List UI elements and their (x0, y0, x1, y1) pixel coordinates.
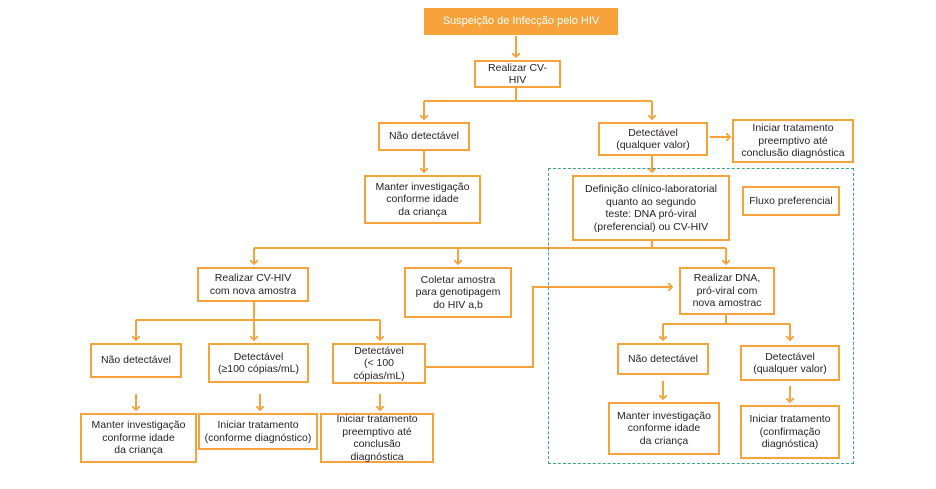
nao-detectavel-node-2: Não detectável (90, 343, 182, 378)
realizar-cv-node: Realizar CV-HIV (474, 60, 561, 88)
coletar-amostra-node: Coletar amostra para genotipagem do HIV … (404, 267, 512, 318)
realizar-dna-node: Realizar DNA, pró-viral com nova amostra… (679, 267, 775, 315)
nao-detectavel-node-3: Não detectável (617, 343, 709, 375)
manter-investigacao-node-3: Manter investigação conforme idade da cr… (608, 402, 720, 455)
manter-investigacao-node-1: Manter investigação conforme idade da cr… (364, 175, 481, 224)
iniciar-confirmacao-node: Iniciar tratamento (confirmação diagnóst… (740, 405, 840, 459)
fluxo-preferencial-node: Fluxo preferencial (742, 186, 840, 216)
iniciar-preemptivo-node-1: Iniciar tratamento preemptivo até conclu… (732, 119, 854, 163)
root-node: Suspeição de Infecção pelo HIV (424, 8, 618, 35)
manter-investigacao-node-2: Manter investigação conforme idade da cr… (80, 413, 197, 463)
detectavel-node-3: Detectável (qualquer valor) (740, 345, 840, 381)
detectavel-node-1: Detectável (qualquer valor) (598, 122, 708, 156)
definicao-node: Definição clínico-laboratorial quanto ao… (572, 175, 730, 241)
nao-detectavel-node-1: Não detectável (378, 122, 470, 151)
iniciar-preemptivo-node-2: Iniciar tratamento preemptivo até conclu… (320, 413, 434, 463)
preferred-flow-region (548, 168, 854, 464)
iniciar-conforme-diagnostico-node: Iniciar tratamento (conforme diagnóstico… (198, 413, 318, 450)
realizar-cv-nova-amostra-node: Realizar CV-HIV com nova amostra (197, 267, 309, 302)
detectavel-100-mais-node: Detectável (≥100 cópias/mL) (208, 343, 309, 383)
detectavel-100-menos-node: Detectável (< 100 cópias/mL) (332, 343, 426, 384)
